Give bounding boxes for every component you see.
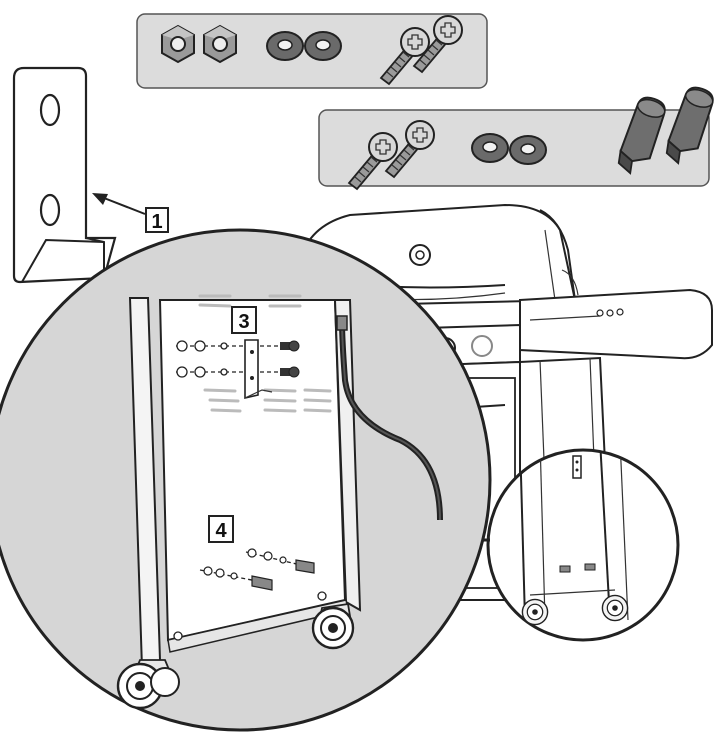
bracket-mount-assembly: [176, 339, 300, 400]
callout-label-1: 1: [151, 211, 162, 233]
hardware-tray-top: [136, 13, 488, 89]
hardware-tray-bottom: [318, 82, 717, 190]
caster-stem-assembly: [199, 548, 315, 591]
callout-step-3: 3: [231, 306, 257, 334]
callout-label-4: 4: [215, 520, 227, 542]
detail-circle-large: [0, 228, 492, 732]
callout-step-1: 1: [145, 207, 169, 233]
bracket-icon: [12, 66, 117, 284]
arrow-to-bracket: [92, 193, 146, 215]
caster-wheel-left: [116, 659, 180, 710]
callout-step-4: 4: [208, 515, 234, 543]
detail-circle-small: [486, 448, 680, 642]
callout-label-3: 3: [238, 311, 249, 333]
caster-wheel-right: [311, 602, 355, 650]
